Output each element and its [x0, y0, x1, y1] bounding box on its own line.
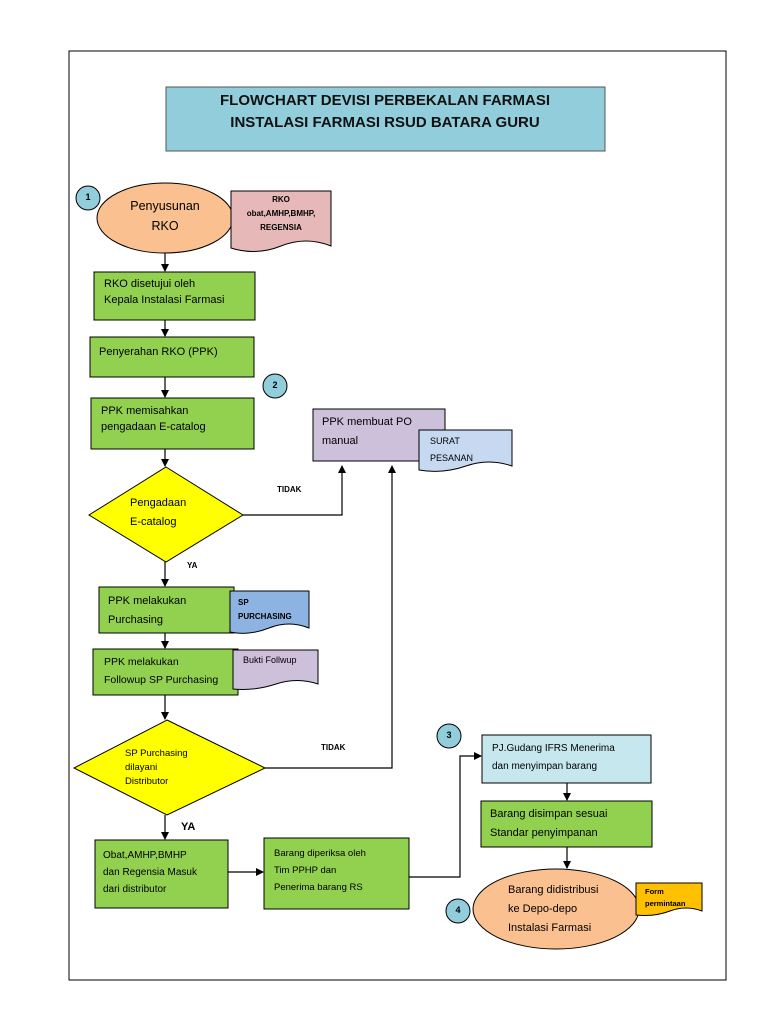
flowchart-title: FLOWCHART DEVISI PERBEKALAN FARMASI INST… [166, 90, 604, 134]
step-number-2: 2 [272, 380, 278, 390]
edge-label-ya-1: YA [187, 561, 198, 570]
obat-masuk-box [94, 839, 229, 909]
step-number-1: 1 [85, 192, 91, 202]
edge-label-ya-2: YA [181, 821, 196, 833]
step-number-3: 3 [446, 730, 452, 740]
step-marker-3 [436, 723, 462, 749]
rko-disetujui-box [93, 271, 256, 321]
sp-purchasing-document [229, 590, 310, 634]
sp-dilayani-decision [72, 719, 267, 816]
pengadaan-ecatalog-decision [88, 466, 244, 563]
ppk-followup-box [92, 648, 239, 696]
pj-gudang-box [481, 734, 652, 784]
barang-diperiksa-box [263, 837, 410, 910]
step-marker-2 [262, 373, 288, 399]
step-marker-4 [445, 898, 471, 924]
edge-decision2-tidak [265, 465, 396, 769]
rko-document [230, 190, 332, 252]
bukti-followup-label: Bukti Follwup [243, 655, 297, 665]
barang-disimpan-box [480, 800, 653, 848]
ppk-purchasing-box [98, 586, 235, 634]
title-box [165, 86, 606, 152]
form-permintaan-document [635, 882, 703, 916]
title-line-1: FLOWCHART DEVISI PERBEKALAN FARMASI [220, 92, 550, 109]
ppk-memisahkan-box [90, 397, 255, 450]
edge-decision1-tidak [243, 465, 346, 516]
surat-pesanan-document [418, 429, 513, 472]
step-number-4: 4 [455, 905, 461, 915]
penyerahan-rko-label: Penyerahan RKO (PPK) [99, 346, 218, 358]
penyerahan-rko-box [89, 336, 255, 378]
edge-diperiksa-to-gudang [409, 752, 482, 878]
step-marker-1 [75, 185, 101, 211]
bukti-followup-document [232, 649, 319, 690]
title-line-2: INSTALASI FARMASI RSUD BATARA GURU [230, 114, 540, 131]
edge-label-tidak-2: TIDAK [321, 743, 346, 752]
edge-label-tidak-1: TIDAK [277, 485, 302, 494]
connectors [161, 253, 571, 878]
